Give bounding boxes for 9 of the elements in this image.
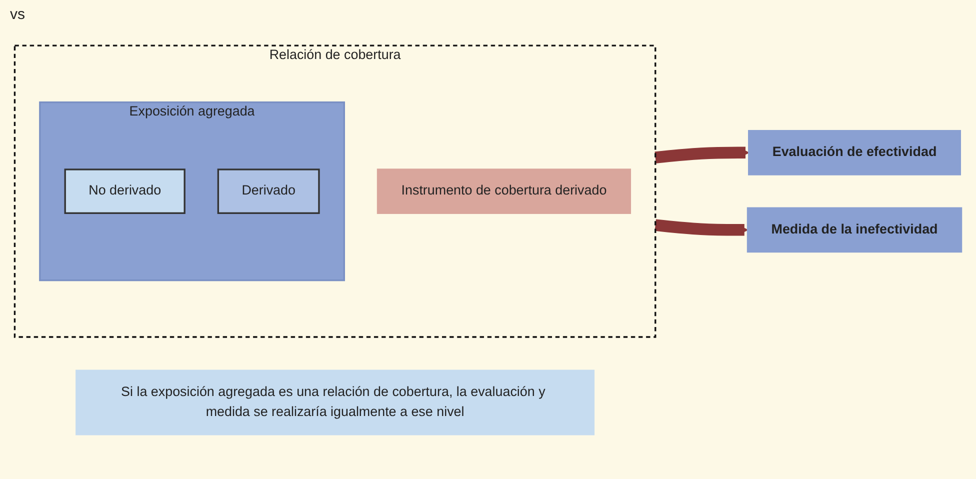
node-box: Derivado	[217, 168, 320, 214]
note-text: vs	[10, 6, 25, 23]
node-box: Medida de la inefectividad	[746, 206, 962, 252]
arrow	[654, 218, 748, 236]
node-box: No derivado	[64, 168, 186, 214]
node-box: Evaluación de efectividad	[748, 130, 961, 175]
node-box: Instrumento de cobertura derivado	[376, 168, 632, 214]
arrow	[654, 146, 750, 163]
node-box: Si la exposición agregada es una relación de cobertura, la evaluación y medida se realizaría igualmente a ese nivel	[76, 369, 595, 435]
